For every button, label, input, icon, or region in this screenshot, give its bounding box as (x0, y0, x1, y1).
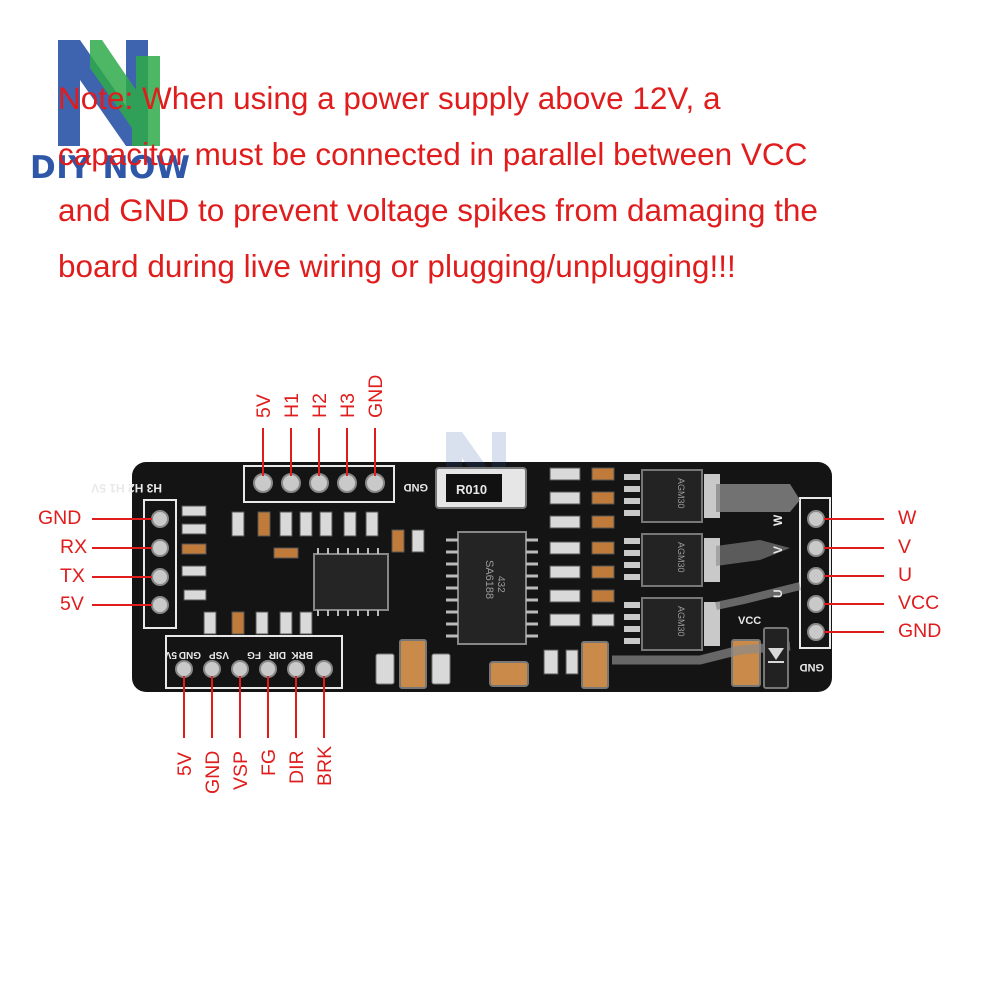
pin-label-bottom-dir: DIR (286, 750, 308, 784)
pin-pad (807, 567, 825, 585)
pin-pad (337, 473, 357, 493)
silk-chip-code: 432 (495, 576, 506, 593)
silk-shunt: R010 (456, 482, 487, 497)
pin-pad (151, 596, 169, 614)
silk-bottom-dir: DIR (268, 649, 286, 660)
tantalum-capacitors (375, 639, 761, 689)
bottom-header-outline (165, 635, 343, 689)
pin-label-top-5v: 5V (253, 394, 275, 418)
pin-label-left-5v: 5V (60, 593, 84, 615)
pin-label-right-vcc: VCC (898, 592, 940, 614)
left-header-outline (143, 499, 177, 629)
right-header-outline (799, 497, 831, 649)
pin-label-bottom-5v: 5V (174, 752, 196, 776)
silk-bottom-vsp: VSP (209, 649, 229, 660)
silk-chip-name: SA6188 (483, 560, 495, 599)
silk-phase-v: V (771, 546, 785, 554)
pin-label-left-rx: RX (60, 536, 88, 558)
pin-pad (807, 510, 825, 528)
pin-pad (807, 595, 825, 613)
pin-label-bottom-vsp: VSP (230, 750, 252, 790)
pin-pad (807, 623, 825, 641)
pin-label-right-v: V (898, 536, 912, 558)
silk-bottom-5v: 5V (164, 649, 177, 660)
driver-chip (457, 531, 527, 645)
pin-pad (315, 660, 333, 678)
pin-pad (203, 660, 221, 678)
note-line: capacitor must be connected in parallel … (58, 136, 808, 172)
silk-bottom-gnd: GND (179, 649, 201, 660)
pin-pad (175, 660, 193, 678)
mosfet-pads (624, 474, 720, 646)
pin-label-top-h2: H2 (309, 393, 331, 418)
pin-pad (365, 473, 385, 493)
smd-components (181, 467, 615, 675)
silk-mosfet-1: AGM30 (676, 478, 686, 509)
pin-pad (309, 473, 329, 493)
pin-pad (151, 568, 169, 586)
pin-label-top-h1: H1 (281, 393, 303, 418)
silk-vcc: VCC (738, 615, 761, 627)
silk-bottom-brk: BRK (291, 649, 313, 660)
pin-label-right-w: W (898, 507, 917, 529)
brand-name: DIY NOW (30, 150, 191, 186)
pin-label-right-gnd: GND (898, 620, 942, 642)
solder-trace (716, 484, 800, 512)
top-pins (253, 473, 385, 493)
mcu-chip (313, 553, 389, 611)
silk-top-header: H3 H2 H1 5V (91, 481, 162, 495)
solder-trace (716, 540, 790, 566)
solder-trace (715, 582, 801, 610)
silk-phase-w: W (771, 514, 785, 526)
left-wires (92, 518, 152, 606)
right-wires (824, 518, 884, 633)
bottom-pins (175, 660, 333, 678)
pin-pad (287, 660, 305, 678)
pin-pad (231, 660, 249, 678)
warning-note: Note: When using a power supply above 12… (58, 70, 958, 294)
pin-label-bottom-gnd: GND (202, 750, 224, 794)
top-wires (262, 428, 376, 476)
pin-pad (151, 510, 169, 528)
note-line: board during live wiring or plugging/unp… (58, 248, 736, 284)
pin-pad (259, 660, 277, 678)
mosfets (641, 469, 703, 651)
silk-phase-u: U (771, 589, 785, 598)
pin-label-top-gnd: GND (365, 374, 387, 418)
diode-symbol-icon (768, 648, 784, 660)
diy-now-logo-icon (58, 40, 160, 146)
pin-pad (807, 539, 825, 557)
pin-label-left-tx: TX (60, 565, 85, 587)
pin-label-top-h3: H3 (337, 393, 359, 418)
bottom-wires (183, 676, 325, 738)
driver-chip-pins (446, 538, 538, 638)
note-line: Note: When using a power supply above 12… (58, 80, 721, 116)
right-pins (807, 510, 825, 641)
silk-top-gnd: GND (404, 481, 429, 493)
silk-mosfet-3: AGM30 (676, 606, 686, 637)
silk-bottom-fg: FG (247, 649, 261, 660)
pin-pad (253, 473, 273, 493)
pin-pad (281, 473, 301, 493)
pin-label-bottom-brk: BRK (314, 745, 336, 786)
mcu-pins (317, 548, 379, 616)
note-line: and GND to prevent voltage spikes from d… (58, 192, 818, 228)
pin-pad (151, 539, 169, 557)
pin-label-bottom-fg: FG (258, 748, 280, 776)
silk-right-gnd: GND (800, 661, 825, 673)
pin-label-right-u: U (898, 564, 913, 586)
silk-mosfet-2: AGM30 (676, 542, 686, 573)
pin-label-left-gnd: GND (38, 507, 82, 529)
